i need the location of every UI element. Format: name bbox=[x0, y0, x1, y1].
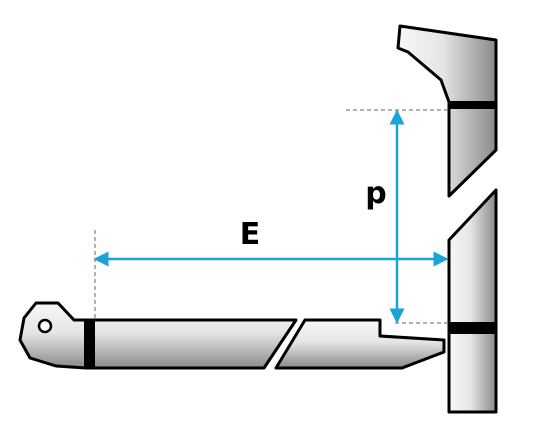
post-lower-segment bbox=[447, 188, 498, 414]
arm-right-segment bbox=[274, 318, 446, 370]
vertical-post bbox=[396, 24, 498, 414]
arm-left-segment bbox=[18, 301, 298, 370]
label-e: E bbox=[240, 217, 261, 252]
post-top-head bbox=[396, 24, 498, 198]
post-band-upper bbox=[449, 101, 496, 109]
label-p: p bbox=[365, 176, 386, 211]
post-band-lower bbox=[449, 322, 496, 334]
dimension-lines bbox=[93, 109, 449, 324]
arm-band bbox=[84, 320, 95, 368]
horizontal-arm bbox=[18, 301, 446, 370]
arm-eye-hole bbox=[37, 318, 53, 334]
